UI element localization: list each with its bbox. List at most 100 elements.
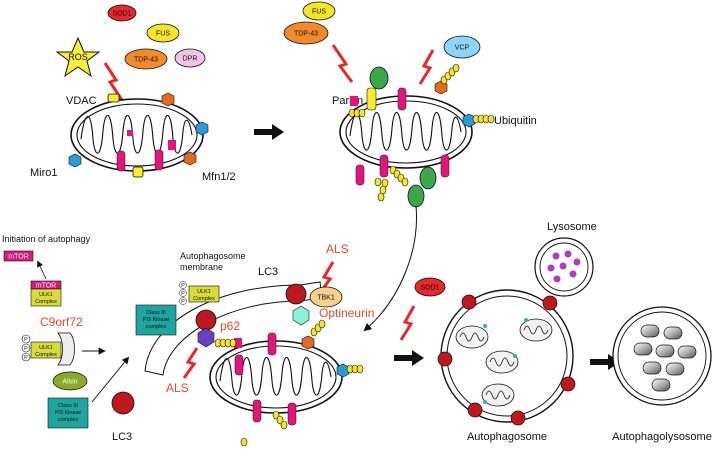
optineurin-label: Optineurin bbox=[319, 306, 374, 320]
top-right-panel: FUS TDP-43 VCP Parkin Ubiquitin bbox=[283, 1, 537, 208]
lightning-icon bbox=[103, 62, 124, 101]
ulk1-box bbox=[188, 285, 220, 303]
lc3-marker bbox=[195, 309, 217, 331]
lightning-icon bbox=[399, 305, 416, 341]
degraded-contents bbox=[633, 324, 697, 392]
tbk1-label: TBK1 bbox=[317, 295, 335, 302]
lc3-label-bottom: LC3 bbox=[112, 431, 132, 443]
lysosome-enzymes bbox=[547, 250, 581, 283]
parkin-label: Parkin bbox=[332, 95, 363, 107]
autophagolysosome-group: Autophagolysosome bbox=[612, 306, 712, 443]
lightning-icon bbox=[318, 261, 335, 294]
lc3-label-top: LC3 bbox=[258, 266, 278, 278]
ros-star bbox=[55, 36, 101, 78]
mfn-marker bbox=[301, 335, 315, 350]
phospho-label: P bbox=[24, 337, 28, 343]
phospho-label: P bbox=[181, 283, 185, 289]
phospho-circle bbox=[21, 343, 31, 353]
pink-bar bbox=[154, 149, 164, 171]
membrane-curl bbox=[57, 332, 75, 366]
arrow bbox=[91, 356, 130, 403]
ulk1-label: ULK1 bbox=[197, 289, 211, 295]
tbk1-pill bbox=[309, 286, 343, 308]
als-label-lower: ALS bbox=[166, 381, 189, 395]
mtor-label-complex: mTOR bbox=[36, 283, 56, 290]
ros-label: ROS bbox=[68, 52, 88, 62]
miro1-marker bbox=[68, 153, 82, 168]
lysosome-group: Lysosome bbox=[520, 221, 597, 328]
parkin-marker bbox=[407, 184, 425, 208]
miro1-marker bbox=[336, 363, 350, 378]
vdac-label: VDAC bbox=[66, 95, 97, 107]
class3-label: complex bbox=[146, 324, 167, 330]
pink-bar bbox=[379, 154, 389, 178]
tdp43-label-top: TDP-43 bbox=[134, 57, 158, 64]
class3-label: Class III bbox=[58, 403, 78, 409]
ulk1-label: ULK1 bbox=[39, 292, 53, 298]
sod1-label-top: SOD1 bbox=[112, 11, 131, 18]
ulk1-label: Complex bbox=[35, 299, 57, 305]
initiation-panel: Initiation of autophagy mTOR mTOR ULK1 C… bbox=[2, 234, 130, 429]
phospho-label: P bbox=[24, 346, 28, 352]
phagophore-panel: Autophagosome membrane P P P ULK1 Comple… bbox=[111, 242, 374, 447]
miro1-marker bbox=[462, 113, 476, 128]
lightning-icon bbox=[331, 44, 354, 83]
miro1-marker bbox=[195, 121, 209, 136]
phospho-label: P bbox=[181, 299, 185, 305]
mfn-marker bbox=[183, 151, 197, 166]
dpr-pill bbox=[174, 48, 206, 68]
tdp43-pill-top bbox=[124, 48, 168, 70]
mfn-marker bbox=[161, 92, 175, 107]
fus-label: FUS bbox=[312, 9, 326, 16]
c9orf72-label: C9orf72 bbox=[40, 315, 83, 329]
parkin-marker bbox=[369, 66, 389, 90]
autophagosome-label: Autophagosome bbox=[467, 431, 547, 443]
curved-arrow bbox=[363, 205, 418, 332]
lightning-icon bbox=[418, 49, 435, 85]
class3-label: PI3 Kinase bbox=[143, 317, 170, 323]
vdac-marker bbox=[132, 166, 144, 178]
vcp-pill bbox=[443, 35, 481, 59]
class3-box bbox=[135, 304, 177, 336]
ulk1-box bbox=[30, 288, 62, 307]
mtor-label: mTOR bbox=[8, 254, 28, 261]
sod1-pill-top bbox=[107, 4, 137, 22]
degrading-cristae bbox=[459, 325, 549, 400]
pink-square bbox=[234, 338, 242, 348]
fus-pill-top bbox=[146, 23, 180, 43]
alsin-label: Alsin bbox=[62, 379, 77, 386]
pink-bar bbox=[355, 164, 365, 186]
pink-bar bbox=[287, 402, 297, 426]
autophagosome-group: Autophagosome bbox=[437, 289, 576, 443]
lc3-marker bbox=[285, 283, 307, 305]
pink-square bbox=[168, 140, 176, 150]
initiation-label: Initiation of autophagy bbox=[2, 234, 91, 244]
class3-label: Class III bbox=[146, 310, 166, 316]
ulk1-label: Complex bbox=[35, 352, 57, 358]
als-label: ALS bbox=[326, 242, 349, 256]
ubiquitin-label: Ubiquitin bbox=[494, 115, 537, 127]
phospho-label: P bbox=[181, 291, 185, 297]
top-left-panel: ROS SOD1 FUS TDP-43 DPR VDAC Miro1 Mfn1/… bbox=[30, 4, 236, 183]
pink-square bbox=[350, 96, 358, 106]
pink-bar bbox=[440, 154, 450, 178]
class3-label: PI3 Kinase bbox=[55, 410, 82, 416]
arrow-right-icon bbox=[254, 124, 284, 140]
class3-box bbox=[47, 397, 89, 429]
ulk1-label: Complex bbox=[193, 296, 215, 302]
p62-marker bbox=[197, 327, 215, 348]
autophagosome-membrane-label: Autophagosome bbox=[180, 251, 246, 261]
miro1-label: Miro1 bbox=[30, 167, 58, 179]
arrow-right-icon bbox=[394, 350, 424, 366]
arrow bbox=[37, 260, 47, 280]
phospho-circle bbox=[21, 352, 31, 362]
mitochondrion-healthy bbox=[70, 98, 204, 172]
phospho-circle bbox=[21, 334, 31, 344]
vcp-label: VCP bbox=[455, 45, 470, 52]
pink-bar bbox=[116, 150, 126, 172]
dpr-label: DPR bbox=[183, 56, 198, 63]
sod1-pill bbox=[414, 277, 446, 297]
pink-square bbox=[127, 130, 133, 136]
lysosome-label: Lysosome bbox=[547, 221, 597, 233]
